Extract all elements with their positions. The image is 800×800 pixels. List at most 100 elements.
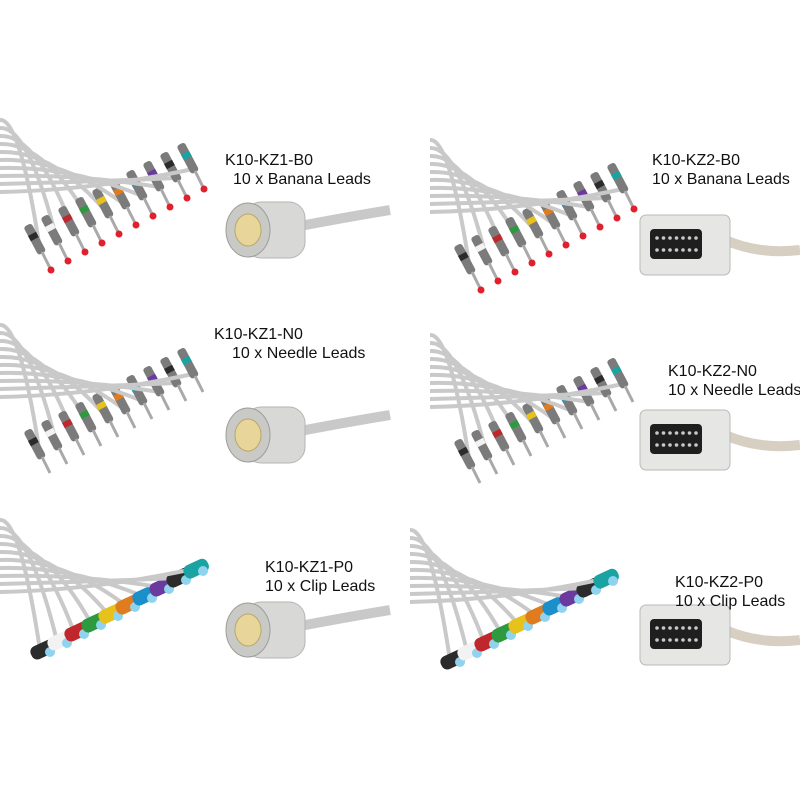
- lead-wire: [430, 391, 608, 401]
- banana-tip: [98, 239, 106, 247]
- lead-wire: [0, 557, 127, 607]
- lead-pin: [108, 215, 120, 233]
- connector-pin: [681, 236, 685, 240]
- lead-pin: [74, 233, 86, 251]
- lead-wires: [430, 138, 638, 294]
- lead-wire: [0, 157, 127, 207]
- model-number: K10-KZ1-N0: [214, 326, 303, 343]
- lead-marker: [611, 365, 622, 376]
- lead-pin: [504, 448, 516, 466]
- lead-description: 10 x Clip Leads: [265, 578, 376, 595]
- lead-wire: [430, 388, 591, 404]
- panel-clip-round: K10-KZ1-P0 10 x Clip Leads: [0, 500, 400, 700]
- connector-pin: [655, 638, 659, 642]
- trunk-cable: [723, 430, 800, 452]
- lead-pin: [470, 271, 482, 289]
- round-connector: [225, 601, 391, 659]
- connector-pin: [668, 236, 672, 240]
- lead-wires: [410, 528, 619, 670]
- clip-leads-round-connector-image: [0, 518, 391, 660]
- lead-wire: [410, 577, 605, 604]
- panel-banana-dsub: K10-KZ2-B0 10 x Banana Leads: [430, 120, 800, 320]
- connector-pin: [694, 443, 698, 447]
- connector-pin: [674, 248, 679, 252]
- lead-wire: [0, 167, 195, 194]
- lead-pin: [487, 262, 499, 280]
- lead-pin: [572, 217, 584, 235]
- connector-pin: [655, 236, 659, 240]
- banana-tip: [115, 230, 123, 238]
- lead-pin: [142, 402, 154, 420]
- connector-pin: [687, 626, 692, 630]
- connector-pin: [668, 248, 672, 252]
- lead-wire: [430, 372, 557, 422]
- connector-pin: [674, 626, 679, 630]
- lead-wire: [0, 370, 144, 403]
- product-label: K10-KZ1-B0 10 x Banana Leads: [225, 151, 371, 189]
- lead-pin: [142, 197, 154, 215]
- lead-pin: [470, 466, 482, 484]
- lead-marker: [509, 419, 520, 430]
- panel-clip-dsub: K10-KZ2-P0 10 x Clip Leads: [410, 510, 800, 710]
- lead-marker: [458, 251, 469, 262]
- lead-pin: [125, 206, 137, 224]
- lead-pin: [606, 199, 618, 217]
- connector-pin: [655, 248, 659, 252]
- lead-pin: [159, 188, 171, 206]
- lead-marker: [611, 170, 622, 181]
- banana-leads-round-connector-image: [0, 118, 391, 274]
- lead-pin: [57, 242, 69, 260]
- lead-marker: [458, 446, 469, 457]
- banana-tip: [47, 266, 55, 274]
- connector-pins: [234, 213, 262, 247]
- lead-marker: [526, 410, 537, 421]
- connector-pin: [694, 248, 698, 252]
- model-number: K10-KZ1-B0: [225, 152, 314, 169]
- connector-pin: [674, 443, 679, 447]
- clip-button: [198, 566, 208, 576]
- needle-leads-dsub-connector-image: [430, 333, 800, 484]
- connector-pin: [668, 638, 672, 642]
- lead-marker: [164, 159, 175, 170]
- lead-pin: [504, 253, 516, 271]
- lead-wire: [0, 378, 161, 394]
- connector-pin: [668, 626, 672, 630]
- model-number: K10-KZ1-P0: [265, 559, 354, 576]
- lead-pin: [40, 456, 52, 474]
- banana-tip: [200, 185, 208, 193]
- connector-pins: [234, 418, 262, 452]
- panel-banana-round: K10-KZ1-B0 10 x Banana Leads: [0, 100, 400, 300]
- connector-pin: [668, 431, 672, 435]
- lead-pin: [521, 439, 533, 457]
- connector-face: [650, 424, 702, 454]
- lead-marker: [79, 204, 90, 215]
- lead-marker: [45, 222, 56, 233]
- connector-pin: [687, 236, 692, 240]
- banana-tip: [528, 259, 536, 267]
- banana-tip: [545, 250, 553, 258]
- connector-pin: [655, 626, 659, 630]
- lead-wires: [0, 323, 205, 474]
- model-number: K10-KZ2-N0: [668, 363, 757, 380]
- lead-description: 10 x Needle Leads: [668, 382, 800, 399]
- lead-pin: [91, 429, 103, 447]
- lead-pin: [176, 384, 188, 402]
- product-label: K10-KZ2-N0 10 x Needle Leads: [668, 362, 800, 400]
- clip-button: [608, 576, 618, 586]
- banana-tip: [494, 277, 502, 285]
- lead-wire: [430, 196, 608, 206]
- lead-pin: [193, 170, 205, 188]
- lead-wire: [410, 586, 588, 596]
- lead-pin: [125, 411, 137, 429]
- lead-pin: [623, 385, 635, 403]
- lead-wire: [0, 573, 161, 589]
- lead-wire: [430, 382, 625, 409]
- lead-wire: [0, 576, 178, 586]
- lead-marker: [594, 179, 605, 190]
- trunk-cable: [723, 235, 800, 257]
- connector-face: [650, 229, 702, 259]
- clip-body: [593, 568, 619, 589]
- banana-tip: [132, 221, 140, 229]
- lead-wire: [410, 583, 571, 599]
- lead-description: 10 x Clip Leads: [675, 593, 786, 610]
